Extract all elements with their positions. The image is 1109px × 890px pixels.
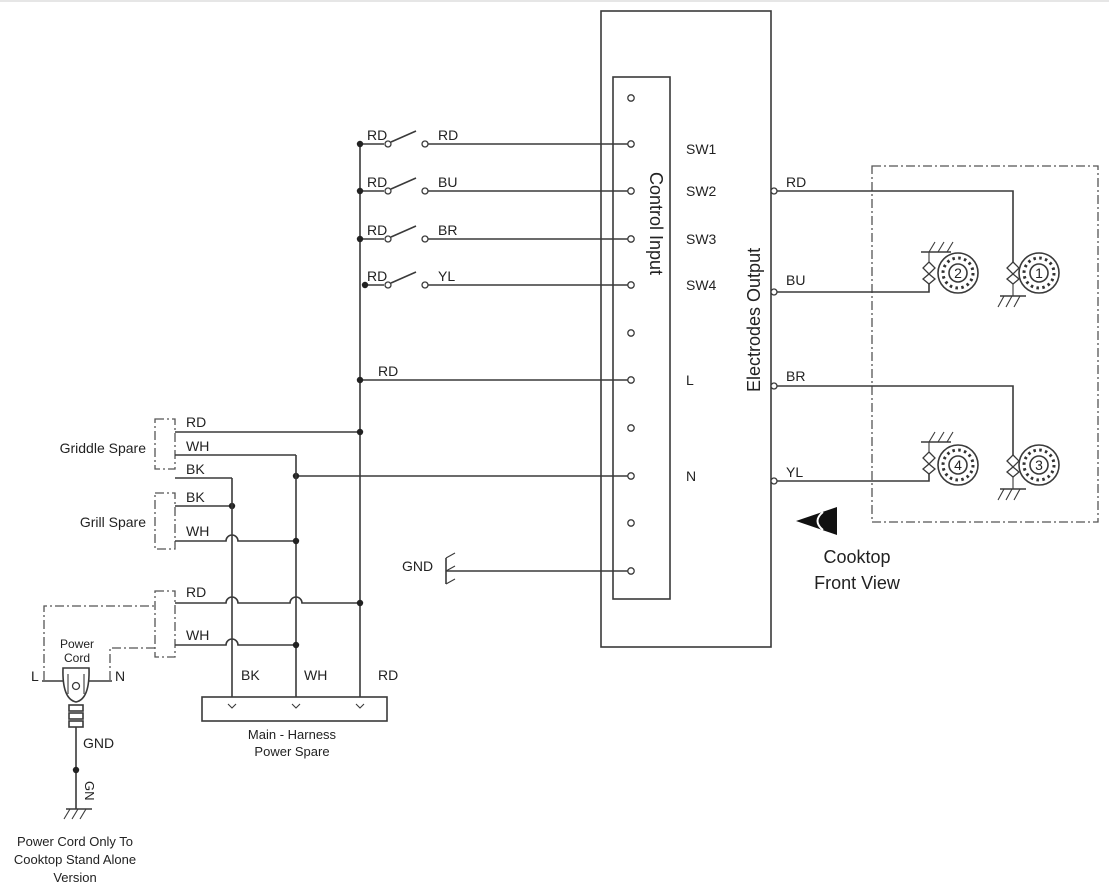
harness-wire-label: RD xyxy=(378,667,398,683)
wire-l-label: RD xyxy=(378,363,398,379)
power-cord-plug xyxy=(42,605,155,820)
grill-spare-connector xyxy=(154,492,176,550)
switch-sw1 xyxy=(356,130,628,148)
griddle-wire-label: RD xyxy=(186,414,206,430)
front-view-eye-detail xyxy=(816,511,824,531)
pin-label-l: L xyxy=(686,372,694,388)
control-ground xyxy=(445,552,628,585)
electrode-wire-yl xyxy=(777,474,930,482)
cord-gn-label: GN xyxy=(82,781,97,801)
cord-l-label: L xyxy=(31,668,39,684)
grill-wire-label: BK xyxy=(186,489,205,505)
terminal xyxy=(627,94,635,102)
switch-right-label: YL xyxy=(438,268,455,284)
electrode-wire-label: RD xyxy=(786,174,806,190)
burner-4 xyxy=(937,444,979,486)
pin-label-sw3: SW3 xyxy=(686,231,717,247)
electrode-wire-rd xyxy=(777,190,1014,262)
main-harness-block xyxy=(201,696,388,722)
control-input-title: Control Input xyxy=(646,172,666,275)
electrode-ground-3 xyxy=(997,477,1026,501)
power-cord-label: Power xyxy=(60,637,94,651)
grill-spare-label: Grill Spare xyxy=(80,514,146,530)
terminal xyxy=(627,329,635,337)
harness-pins xyxy=(227,703,365,709)
harness-subtitle: Power Spare xyxy=(254,744,329,759)
switch-right-label: BU xyxy=(438,174,457,190)
power-wh-wire xyxy=(175,638,296,646)
electrode-ground-2 xyxy=(921,241,954,262)
electrode-wire-label: BU xyxy=(786,272,805,288)
electrode-ground-4 xyxy=(921,431,954,452)
terminal-l xyxy=(627,376,635,384)
switch-right-label: RD xyxy=(438,127,458,143)
switch-left-label: RD xyxy=(367,222,387,238)
switch-sw4 xyxy=(361,271,628,289)
junction xyxy=(356,376,364,384)
switch-left-label: RD xyxy=(367,127,387,143)
electrode-wire-bu xyxy=(777,284,930,293)
electrode-terminals xyxy=(770,187,778,485)
front-view-label: Cooktop xyxy=(823,547,890,567)
terminal xyxy=(627,519,635,527)
switch-sw3 xyxy=(356,225,628,243)
cord-note-line3: Version xyxy=(53,870,96,885)
harness-wire-label: WH xyxy=(304,667,327,683)
switch-sw2 xyxy=(356,177,628,195)
pin-label-sw1: SW1 xyxy=(686,141,717,157)
pin-label-sw2: SW2 xyxy=(686,183,717,199)
grill-wire-label: WH xyxy=(186,523,209,539)
terminal-n xyxy=(627,472,635,480)
control-gnd-label: GND xyxy=(402,558,433,574)
griddle-spare-connector xyxy=(154,418,176,470)
burner-number: 2 xyxy=(954,265,962,281)
cord-note-line1: Power Cord Only To xyxy=(17,834,133,849)
switch-right-label: BR xyxy=(438,222,457,238)
terminal-sw1 xyxy=(627,140,635,148)
electrode-wire-label: YL xyxy=(786,464,803,480)
electrode-wire-label: BR xyxy=(786,368,805,384)
control-input-block xyxy=(612,76,671,600)
electrode-symbols xyxy=(921,261,1021,478)
electrode-ground-1 xyxy=(997,284,1026,308)
switch-left-label: RD xyxy=(367,268,387,284)
cord-n-label: N xyxy=(115,668,125,684)
power-wire-label: RD xyxy=(186,584,206,600)
pin-label-sw4: SW4 xyxy=(686,277,717,293)
power-wire-label: WH xyxy=(186,627,209,643)
burner-number: 3 xyxy=(1035,457,1043,473)
power-spare-connector xyxy=(154,590,176,658)
griddle-spare-label: Griddle Spare xyxy=(60,440,147,456)
burner-number: 4 xyxy=(954,457,962,473)
pin-label-n: N xyxy=(686,468,696,484)
burner-number: 1 xyxy=(1035,265,1043,281)
terminal-sw2 xyxy=(627,187,635,195)
switch-left-label: RD xyxy=(367,174,387,190)
control-terminals xyxy=(627,94,635,575)
electrodes-output-title: Electrodes Output xyxy=(744,248,764,392)
burner-3 xyxy=(1018,444,1060,486)
grill-wire-label: BK xyxy=(186,461,205,477)
terminal-sw3 xyxy=(627,235,635,243)
terminal-gnd xyxy=(627,567,635,575)
cooktop-enclosure xyxy=(871,165,1099,523)
harness-wire-label: BK xyxy=(241,667,260,683)
burner-1 xyxy=(1018,252,1060,294)
front-view-label-2: Front View xyxy=(814,573,901,593)
griddle-wire-label: WH xyxy=(186,438,209,454)
harness-title: Main - Harness xyxy=(248,727,337,742)
grill-wh-wire xyxy=(175,534,296,542)
burner-2 xyxy=(937,252,979,294)
cord-note-line2: Cooktop Stand Alone xyxy=(14,852,136,867)
cord-gnd-label: GND xyxy=(83,735,114,751)
terminal xyxy=(627,424,635,432)
power-cord-label-2: Cord xyxy=(64,651,90,665)
terminal-sw4 xyxy=(627,281,635,289)
power-rd-wire xyxy=(175,596,360,604)
electrode-wire-br xyxy=(777,385,1014,455)
